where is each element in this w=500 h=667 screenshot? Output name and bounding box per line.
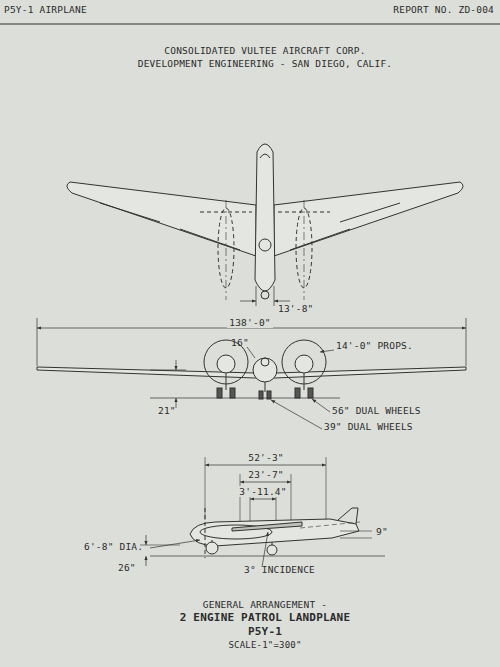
dimension: 14'-0" PROPS. xyxy=(336,340,413,351)
gear-note: 39" DUAL WHEELS xyxy=(324,421,413,432)
dimension: 13'-8" xyxy=(278,303,314,314)
gear-note: 56" DUAL WHEELS xyxy=(332,405,421,416)
report-number: REPORT NO. ZD-004 xyxy=(393,4,494,15)
dimension: 52'-3" xyxy=(246,452,286,463)
incidence-note: 3° INCIDENCE xyxy=(244,564,315,575)
dimension: 21" xyxy=(158,405,176,416)
caption-line: P5Y-1 xyxy=(248,626,282,637)
dimension: 26" xyxy=(118,562,136,573)
dimension: 3'-11.4" xyxy=(237,486,288,497)
company-name: CONSOLIDATED VULTEE AIRCRAFT CORP. xyxy=(164,45,365,56)
dimension: 9" xyxy=(376,526,388,537)
dimension: 23'-7" xyxy=(246,469,286,480)
department-name: DEVELOPMENT ENGINEERING - SAN DIEGO, CAL… xyxy=(138,58,393,69)
dimension: 138'-0" xyxy=(227,317,272,328)
dimension: 16" xyxy=(231,337,249,348)
sheet-title: P5Y-1 AIRPLANE xyxy=(4,4,87,15)
dimension: 6'-8" DIA. xyxy=(84,541,143,552)
caption-line: GENERAL ARRANGEMENT - xyxy=(203,599,327,610)
scale-note: SCALE-1"=300" xyxy=(228,640,301,651)
caption-line: 2 ENGINE PATROL LANDPLANE xyxy=(180,612,351,623)
